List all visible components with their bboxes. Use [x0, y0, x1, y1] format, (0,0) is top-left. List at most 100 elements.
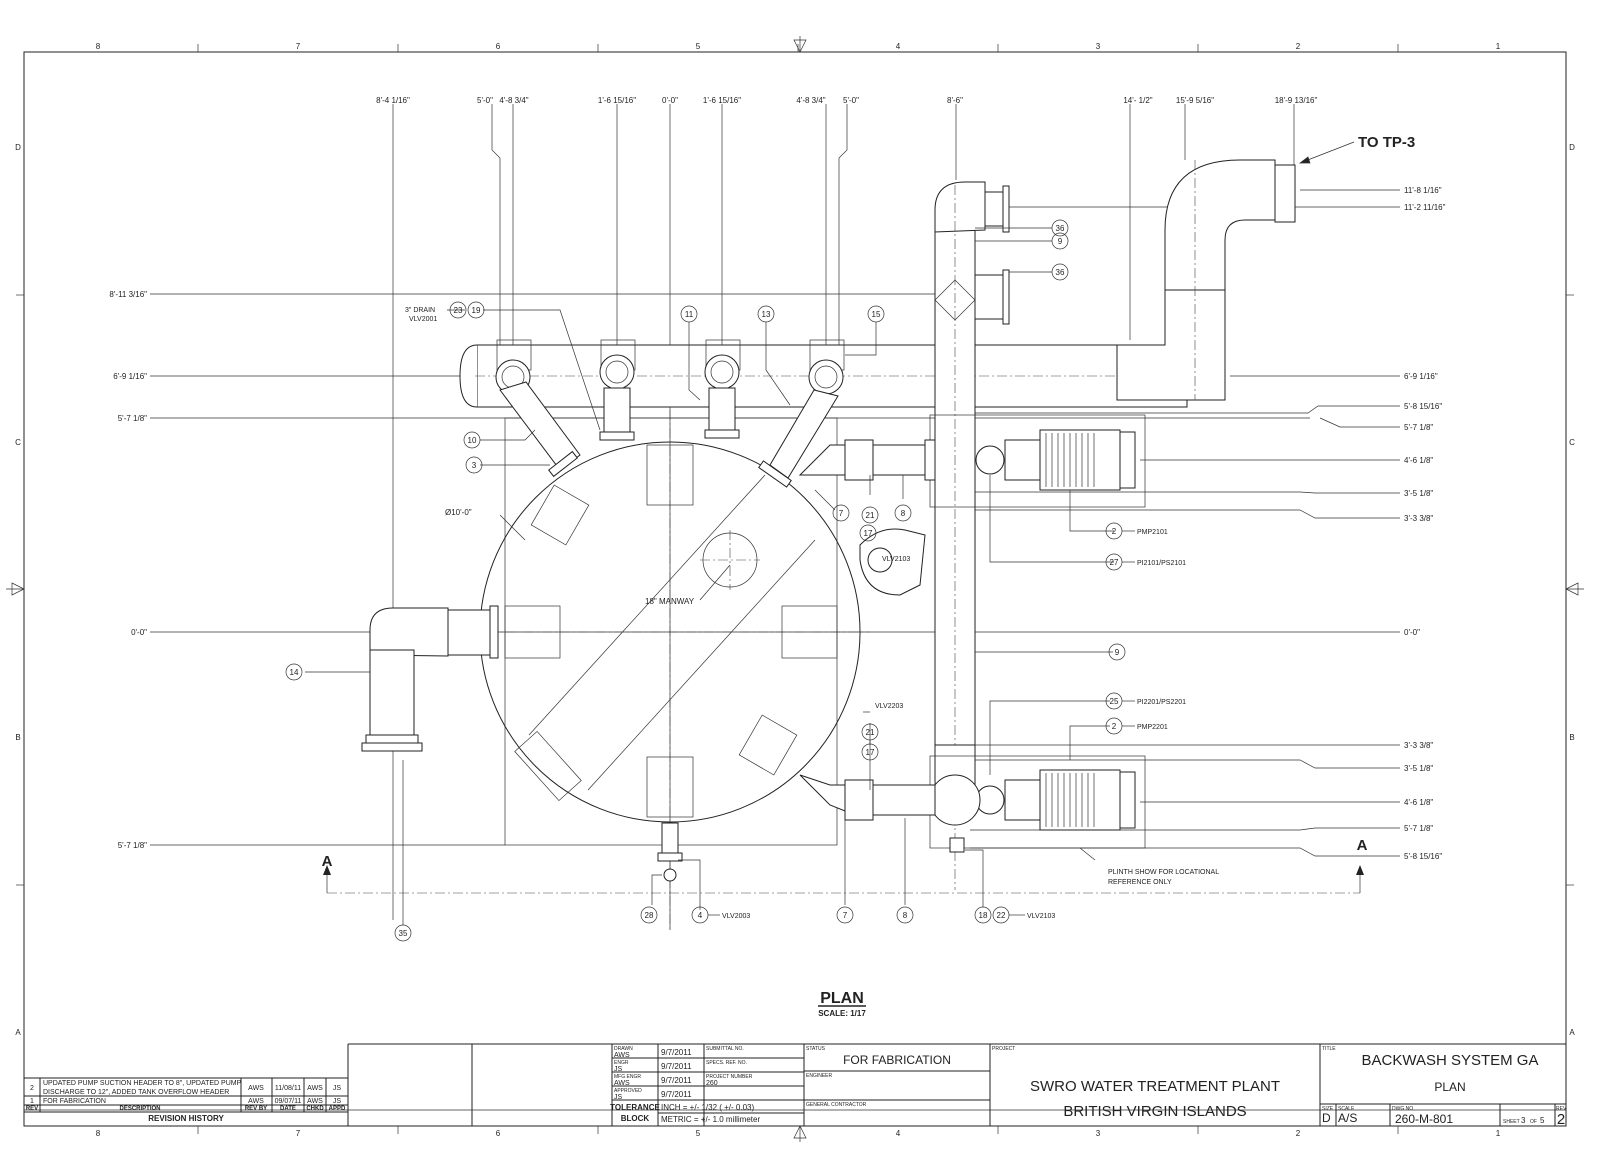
- zone-col-label: 7: [296, 1129, 301, 1138]
- drain-note-line1: 3" DRAIN: [405, 307, 435, 314]
- to-tp3-arrow: [1298, 141, 1355, 164]
- dimension-label: 5'-0": [477, 96, 493, 105]
- zone-col-label: 1: [1496, 42, 1501, 51]
- zone-row-label: D: [15, 143, 21, 152]
- drawing-title: BACKWASH SYSTEM GA: [1362, 1052, 1539, 1069]
- zone-row-label: D: [1569, 143, 1575, 152]
- dimension-label: 5'-7 1/8": [118, 841, 147, 850]
- balloon-label: 22: [997, 911, 1006, 920]
- dimension-label: 5'-7 1/8": [1404, 824, 1433, 833]
- rev-number: 2: [30, 1085, 34, 1092]
- balloon-label: 4: [698, 911, 703, 920]
- zone-col-label: 5: [696, 1129, 701, 1138]
- pump-2201: [799, 755, 1146, 853]
- balloon-label: 21: [866, 728, 875, 737]
- zone-col-label: 6: [496, 1129, 501, 1138]
- rev-by: AWS: [248, 1098, 264, 1105]
- right-dimension-labels: 11'-8 1/16" 11'-2 11/16" 6'-9 1/16" 5'-8…: [1404, 186, 1446, 861]
- balloon-label: 13: [762, 310, 771, 319]
- balloon-label: 8: [903, 911, 908, 920]
- rev-header: DATE: [280, 1106, 296, 1112]
- revision-table: 2 UPDATED PUMP SUCTION HEADER TO 8", UPD…: [26, 1080, 346, 1123]
- section-label-left: A: [322, 853, 333, 870]
- balloon-leaders: [305, 227, 1114, 925]
- rev-number: 1: [30, 1098, 34, 1105]
- overflow-elbow: [361, 605, 499, 752]
- engineer-label: ENGINEER: [806, 1073, 833, 1079]
- rev-description: UPDATED PUMP SUCTION HEADER TO 8", UPDAT…: [43, 1080, 242, 1087]
- gc-label: GENERAL CONTRACTOR: [806, 1102, 867, 1108]
- sheet-number: 3: [1521, 1116, 1526, 1125]
- dimension-label: 0'-0": [662, 96, 678, 105]
- dimension-label: 4'-8 3/4": [499, 96, 528, 105]
- status-label: STATUS: [806, 1046, 826, 1052]
- plan-title: PLAN: [820, 990, 864, 1007]
- dimension-label: 5'-7 1/8": [118, 414, 147, 423]
- rev-date: 11/08/11: [275, 1085, 301, 1092]
- dimension-label: 5'-0": [843, 96, 859, 105]
- zone-col-label: 3: [1096, 1129, 1101, 1138]
- status-value: FOR FABRICATION: [843, 1053, 951, 1067]
- dimension-label: 4'-6 1/8": [1404, 798, 1433, 807]
- dimension-label: 4'-6 1/8": [1404, 456, 1433, 465]
- balloon-label: 23: [454, 306, 463, 315]
- zone-row-label: B: [1569, 733, 1574, 742]
- centering-marks: [6, 36, 1584, 1142]
- dimension-label: 3'-5 1/8": [1404, 764, 1433, 773]
- zone-row-label: A: [15, 1028, 21, 1037]
- rev-value: 2: [1557, 1111, 1565, 1128]
- plinth-note-line2: REFERENCE ONLY: [1108, 879, 1172, 886]
- plan-scale: SCALE: 1/17: [818, 1009, 866, 1018]
- dwg-number: 260-M-801: [1395, 1112, 1453, 1126]
- signoff-label: APPROVED: [614, 1088, 642, 1094]
- balloon-label: 27: [1110, 558, 1119, 567]
- signoff-by: AWS: [614, 1080, 630, 1087]
- equipment-tags: PMP2101 PI2101/PS2101 VLV2103 PI2201/PS2…: [708, 529, 1186, 920]
- zone-ticks: [16, 44, 1574, 1134]
- balloon-label: 36: [1056, 268, 1065, 277]
- sheet-count: 5: [1540, 1116, 1545, 1125]
- dimension-lines: [150, 104, 1400, 930]
- scale-label: SCALE: [1338, 1106, 1355, 1112]
- balloon-label: 9: [1058, 237, 1063, 246]
- to-tp3-label: TO TP-3: [1358, 134, 1415, 151]
- rev-chkd: AWS: [307, 1085, 323, 1092]
- zone-col-label: 2: [1296, 42, 1301, 51]
- dimension-label: 18'-9 13/16": [1275, 96, 1318, 105]
- zone-col-label: 8: [96, 42, 101, 51]
- sheet-border: [23, 51, 1567, 1127]
- dimension-label: 0'-0": [1404, 628, 1420, 637]
- rev-by: AWS: [248, 1085, 264, 1092]
- signoff-date: 9/7/2011: [661, 1090, 692, 1099]
- zone-col-label: 4: [896, 1129, 901, 1138]
- project-location: BRITISH VIRGIN ISLANDS: [1063, 1103, 1246, 1120]
- drain-valve-2003: [657, 822, 683, 882]
- balloon-label: 10: [468, 436, 477, 445]
- balloon-label: 36: [1056, 224, 1065, 233]
- balloon-label: 18: [979, 911, 988, 920]
- size-label: SIZE: [1322, 1106, 1334, 1112]
- rev-date: 09/07/11: [275, 1098, 302, 1105]
- balloon-label: 17: [866, 748, 875, 757]
- balloon-label: 21: [866, 511, 875, 520]
- manway-label: 18" MANWAY: [645, 597, 695, 606]
- signoff-date: 9/7/2011: [661, 1048, 692, 1057]
- tolerance-metric: METRIC = +/- 1.0 millimeter: [661, 1115, 760, 1124]
- tag-label: VLV2103: [1027, 913, 1055, 920]
- project-number: 260: [706, 1080, 718, 1087]
- dimension-label: 6'-9 1/16": [113, 372, 147, 381]
- zone-row-label: C: [15, 438, 21, 447]
- signoff-label: SPECS. REF. NO.: [706, 1060, 747, 1066]
- dimension-label: 8'-11 3/16": [109, 290, 147, 299]
- signoff-label: ENGR: [614, 1060, 629, 1066]
- rev-header: APPD: [329, 1106, 346, 1112]
- dimension-label: 5'-7 1/8": [1404, 423, 1433, 432]
- balloon-label: 19: [472, 306, 481, 315]
- rev-header: CHKD: [306, 1106, 324, 1112]
- tank-diameter-label: Ø10'-0": [445, 508, 472, 517]
- tag-label: VLV2003: [722, 913, 750, 920]
- title-block: TITLE BACKWASH SYSTEM GA PLAN SIZE D SCA…: [1322, 1046, 1567, 1128]
- balloon-label: 2: [1112, 722, 1117, 731]
- balloon-label: 35: [399, 929, 408, 938]
